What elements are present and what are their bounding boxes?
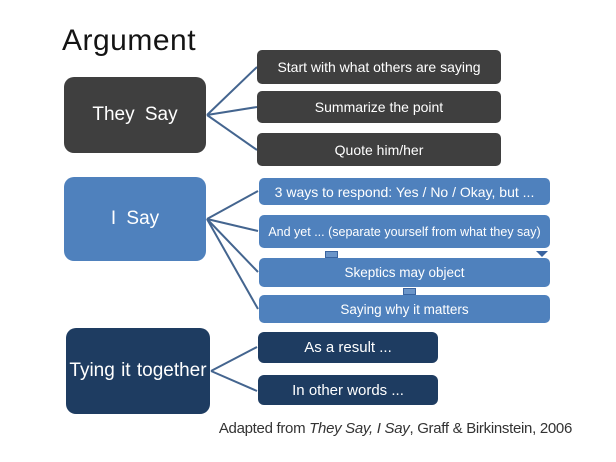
node-summarize-the-point[interactable]: Summarize the point: [257, 91, 501, 123]
node-saying-why-it-matters[interactable]: Saying why it matters: [259, 295, 550, 323]
node-i-say[interactable]: I Say: [64, 177, 206, 261]
node-tying-it-together[interactable]: Tying it together: [66, 328, 210, 414]
node-quote-him-her[interactable]: Quote him/her: [257, 133, 501, 166]
attribution-caption: Adapted from They Say, I Say, Graff & Bi…: [219, 420, 572, 437]
connector-handle-square: [403, 288, 416, 295]
node-start-with-what-others-say[interactable]: Start with what others are saying: [257, 50, 501, 84]
node-skeptics-may-object[interactable]: Skeptics may object: [259, 258, 550, 287]
caption-book-title: They Say, I Say: [309, 420, 410, 437]
caption-prefix: Adapted from: [218, 420, 310, 437]
node-in-other-words[interactable]: In other words ...: [258, 375, 438, 405]
node-and-yet[interactable]: And yet ... (separate yourself from what…: [259, 215, 550, 248]
connector-handle-square: [325, 251, 338, 258]
node-as-a-result[interactable]: As a result ...: [258, 332, 438, 363]
down-triangle-icon: [536, 251, 548, 257]
node-they-say[interactable]: They Say: [64, 77, 206, 153]
page-title: Argument: [62, 24, 197, 57]
node-3-ways-to-respond[interactable]: 3 ways to respond: Yes / No / Okay, but …: [259, 178, 550, 205]
caption-suffix: , Graff & Birkinstein, 2006: [409, 420, 572, 437]
